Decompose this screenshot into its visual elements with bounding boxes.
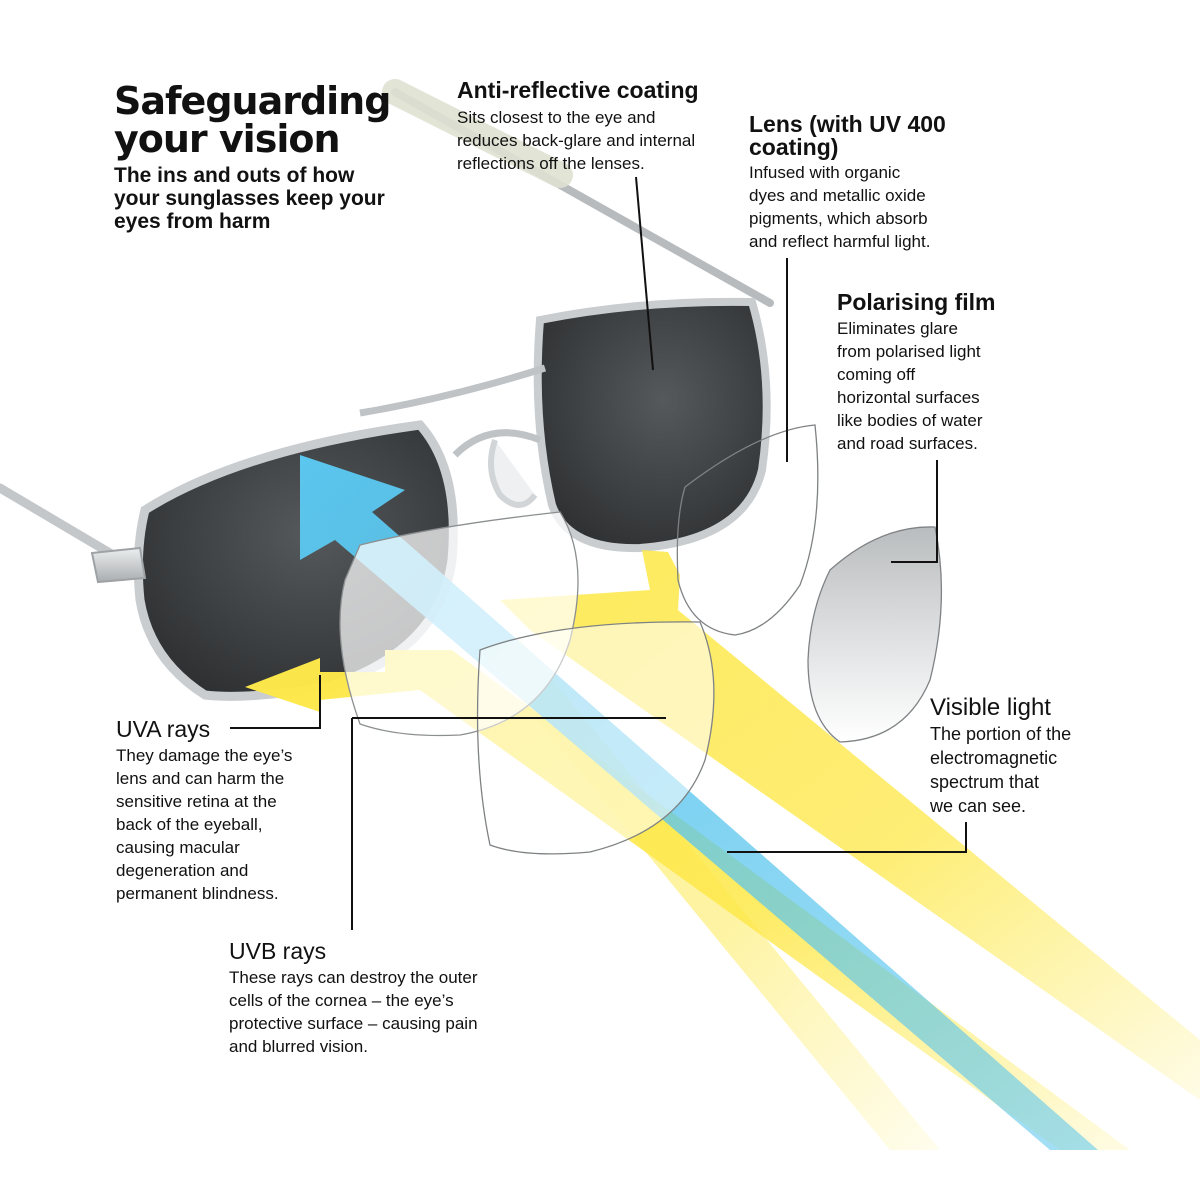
page-title-line2: your vision (114, 117, 341, 161)
callout-lens-uv400: Lens (with UV 400 coating) Infused with … (749, 113, 946, 253)
callout-heading: UVB rays (229, 938, 327, 964)
callout-line: reduces back-glare and internal (457, 131, 696, 150)
temple-arm-back (382, 79, 774, 307)
temple-arm-front (0, 483, 130, 567)
callout-line: sensitive retina at the (116, 792, 277, 811)
callout-line: permanent blindness. (116, 884, 279, 903)
callout-line: dyes and metallic oxide (749, 186, 926, 205)
polarising-film (807, 526, 943, 743)
callout-line: like bodies of water (837, 411, 983, 430)
leader-lines (230, 176, 967, 930)
callout-line: and reflect harmful light. (749, 232, 931, 251)
callout-line: back of the eyeball, (116, 815, 263, 834)
callout-visible-light: Visible light The portion of the electro… (930, 695, 1071, 818)
callout-uva-rays: UVA rays They damage the eye’s lens and … (116, 716, 292, 905)
callout-line: Sits closest to the eye and (457, 108, 656, 127)
callout-heading: Polarising film (837, 289, 996, 315)
callout-heading: coating) (749, 134, 839, 160)
callout-line: The portion of the (930, 724, 1072, 744)
callout-line: They damage the eye’s (116, 746, 293, 765)
callout-line: causing macular (116, 838, 240, 857)
callout-line: Infused with organic (749, 163, 901, 182)
callout-line: from polarised light (837, 342, 981, 361)
callout-line: Eliminates glare (837, 319, 958, 338)
callout-heading: UVA rays (116, 716, 211, 742)
nose-pad (488, 439, 538, 508)
bridge (359, 364, 547, 458)
lens-right (533, 297, 771, 553)
callout-line: reflections off the lenses. (457, 154, 645, 173)
lens-outline (676, 424, 819, 636)
callout-line: electromagnetic (930, 748, 1058, 768)
callout-line: lens and can harm the (116, 769, 285, 788)
callout-line: cells of the cornea – the eye’s (229, 991, 454, 1010)
callout-line: These rays can destroy the outer (229, 968, 478, 987)
uv400-lens-layer (476, 621, 715, 855)
callout-uvb-rays: UVB rays These rays can destroy the oute… (229, 938, 478, 1058)
callout-line: pigments, which absorb (749, 209, 928, 228)
callout-line: we can see. (930, 796, 1027, 816)
callout-heading: Lens (with UV 400 (749, 111, 946, 137)
callout-line: protective surface – causing pain (229, 1014, 478, 1033)
page-subtitle-line2: your sunglasses keep your (114, 187, 385, 210)
callout-line: spectrum that (930, 772, 1040, 792)
callout-anti-reflective: Anti-reflective coating Sits closest to … (457, 79, 699, 175)
page-subtitle-line3: eyes from harm (114, 210, 271, 233)
callout-heading: Visible light (930, 694, 1051, 721)
hinge (90, 546, 147, 584)
callout-heading: Anti-reflective coating (457, 77, 699, 103)
callout-line: degeneration and (116, 861, 249, 880)
callout-polarising-film: Polarising film Eliminates glare from po… (837, 291, 995, 455)
title-block: Safeguarding your vision The ins and out… (114, 79, 391, 233)
page-title-line1: Safeguarding (114, 79, 391, 123)
callout-line: horizontal surfaces (837, 388, 980, 407)
callout-line: and blurred vision. (229, 1037, 368, 1056)
page-subtitle-line1: The ins and outs of how (114, 164, 355, 187)
callout-line: coming off (837, 365, 916, 384)
callout-line: and road surfaces. (837, 434, 978, 453)
